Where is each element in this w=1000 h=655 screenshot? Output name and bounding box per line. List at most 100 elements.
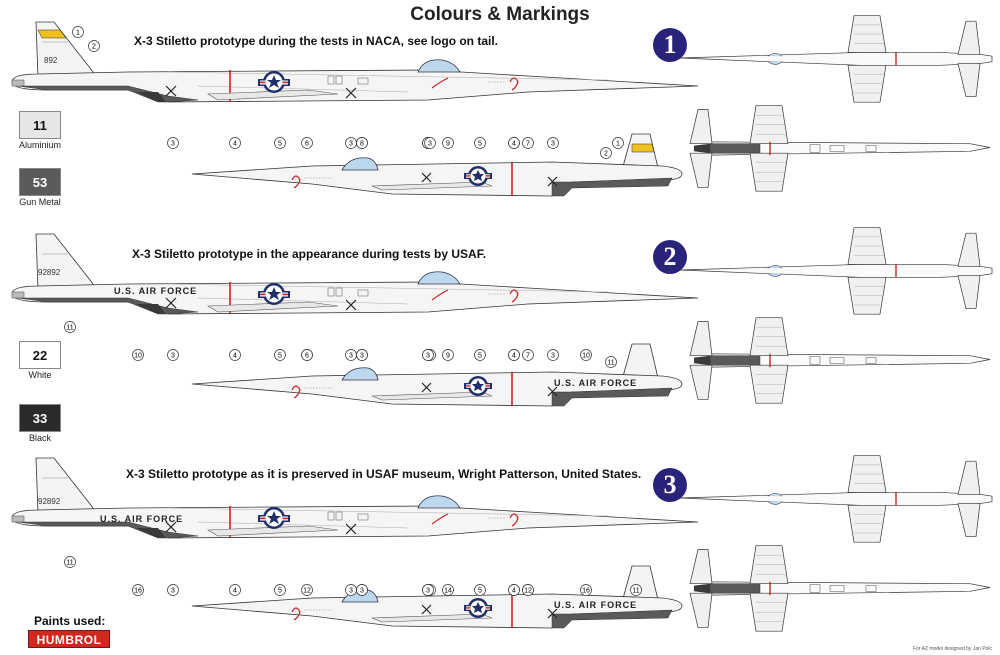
- svg-text:12: 12: [303, 588, 311, 595]
- callout-s3_lower-3: 3: [422, 584, 434, 596]
- svg-text:3: 3: [171, 141, 175, 148]
- scheme-3-serial: 92892: [38, 497, 61, 506]
- svg-text:3: 3: [360, 588, 364, 595]
- callout-s1_lower-5: 4: [508, 137, 520, 149]
- scheme-3-upper-side-view: 92892 U.S. AIR FORCE: [11, 457, 699, 539]
- callout-s1_lower-2: 8: [356, 137, 368, 149]
- svg-text:5: 5: [278, 353, 282, 360]
- svg-text:4: 4: [233, 353, 237, 360]
- callout-s2_upper-0: 10: [132, 349, 144, 361]
- callout-s2_upper_tail-0: 11: [64, 321, 76, 333]
- svg-text:5: 5: [278, 588, 282, 595]
- callout-s2_lower-6: 3: [547, 349, 559, 361]
- callout-s2_lower-1: 3: [356, 349, 368, 361]
- paint-name-22: White: [28, 370, 52, 380]
- callout-s2_lower-8: 11: [605, 356, 617, 368]
- svg-text:11: 11: [607, 360, 614, 367]
- callout-s2_lower-4: 5: [474, 349, 486, 361]
- scheme-3-badge: 3: [653, 468, 687, 502]
- scheme-1-bottom-view: [689, 104, 991, 192]
- svg-text:6: 6: [305, 353, 309, 360]
- callout-markers: 3453893471263835431210345638934711638354…: [64, 26, 642, 596]
- credit-text: For AZ model designed by Jan Polc: [913, 646, 992, 652]
- svg-text:6: 6: [305, 141, 309, 148]
- callout-s3_lower-4: 5: [474, 584, 486, 596]
- callout-s2_lower-0: 6: [301, 349, 313, 361]
- svg-text:3: 3: [551, 353, 555, 360]
- scheme-1-serial: 892: [44, 56, 58, 65]
- svg-text:11: 11: [66, 325, 73, 332]
- callout-s2_upper-1: 3: [167, 349, 179, 361]
- scheme-2-serial: 92892: [38, 268, 61, 277]
- svg-text:7: 7: [526, 353, 530, 360]
- svg-text:1: 1: [76, 30, 80, 37]
- svg-text:3: 3: [426, 588, 430, 595]
- svg-text:4: 4: [233, 141, 237, 148]
- scheme-2-badge: 2: [653, 240, 687, 274]
- scheme-2-lower-usaf-text: U.S. AIR FORCE: [554, 378, 637, 388]
- callout-s1_upper-5: 9: [442, 137, 454, 149]
- svg-text:5: 5: [478, 588, 482, 595]
- callout-s3_upper-2: 3: [167, 584, 179, 596]
- svg-text:1: 1: [616, 141, 620, 148]
- scheme-2-usaf-text: U.S. AIR FORCE: [114, 286, 197, 296]
- scheme-3-top-view: [679, 454, 993, 543]
- svg-text:11: 11: [632, 588, 639, 595]
- callout-s3_lower-8: 11: [630, 584, 642, 596]
- svg-text:10: 10: [582, 353, 590, 360]
- svg-text:4: 4: [233, 588, 237, 595]
- scheme-1-top-view: [679, 14, 993, 103]
- svg-text:4: 4: [512, 141, 516, 148]
- scheme-2-top-view: [679, 226, 993, 315]
- svg-text:4: 4: [512, 353, 516, 360]
- scheme-2-lower-side-view: U.S. AIR FORCE: [191, 343, 683, 407]
- paint-name-11: Aluminium: [18, 140, 61, 150]
- callout-s3_lower-0: 12: [301, 584, 313, 596]
- callout-s3_lower-1: 3: [356, 584, 368, 596]
- paint-swatch-22: 22: [19, 341, 61, 369]
- paint-swatch-53: 53: [19, 168, 61, 196]
- svg-text:16: 16: [582, 588, 590, 595]
- svg-text:4: 4: [512, 588, 516, 595]
- svg-text:3: 3: [426, 353, 430, 360]
- callout-s2_lower-7: 10: [580, 349, 592, 361]
- callout-s2_lower-5: 4: [508, 349, 520, 361]
- scheme-2-upper-side-view: 92892 U.S. AIR FORCE: [11, 233, 699, 315]
- svg-text:9: 9: [446, 141, 450, 148]
- svg-text:12: 12: [524, 588, 532, 595]
- scheme-2-bottom-view: [689, 317, 991, 404]
- callout-s3_upper-1: 16: [132, 584, 144, 596]
- scheme-3-lower-side-view: U.S. AIR FORCE: [191, 565, 683, 629]
- callout-s1_lower_tail-0: 1: [612, 137, 624, 149]
- callout-s1_lower-6: 3: [547, 137, 559, 149]
- callout-s1_upper-8: 7: [522, 137, 534, 149]
- svg-text:3: 3: [360, 353, 364, 360]
- callout-s2_lower-3: 3: [422, 349, 434, 361]
- svg-text:16: 16: [134, 588, 142, 595]
- scheme-1-lower-side-view: [191, 133, 683, 197]
- scheme-2-caption: X-3 Stiletto prototype in the appearance…: [132, 247, 487, 261]
- callout-s1_upper-1: 4: [229, 137, 241, 149]
- svg-text:3: 3: [551, 141, 555, 148]
- svg-text:3: 3: [171, 353, 175, 360]
- callout-s1_upper-3: 3: [345, 137, 357, 149]
- scheme-3-caption: X-3 Stiletto prototype as it is preserve…: [126, 467, 642, 481]
- svg-text:11: 11: [66, 560, 73, 567]
- paint-swatch-33: 33: [19, 404, 61, 432]
- scheme-1-badge: 1: [653, 28, 687, 62]
- scheme-3-lower-usaf-text: U.S. AIR FORCE: [554, 600, 637, 610]
- svg-text:2: 2: [92, 44, 96, 51]
- humbrol-logo: HUMBROL: [28, 630, 110, 648]
- callout-s1_upper_tail-1: 2: [88, 40, 100, 52]
- svg-text:5: 5: [278, 141, 282, 148]
- svg-text:3: 3: [171, 588, 175, 595]
- page-title: Colours & Markings: [410, 4, 590, 25]
- callout-s3_upper-5: 3: [345, 584, 357, 596]
- scheme-3-bottom-view: [689, 545, 991, 632]
- paint-swatch-11: 11: [19, 111, 61, 139]
- svg-text:3: 3: [349, 588, 353, 595]
- callout-s2_upper-7: 9: [442, 349, 454, 361]
- callout-s2_upper-5: 3: [345, 349, 357, 361]
- scheme-1-upper-side-view: 892: [11, 21, 699, 103]
